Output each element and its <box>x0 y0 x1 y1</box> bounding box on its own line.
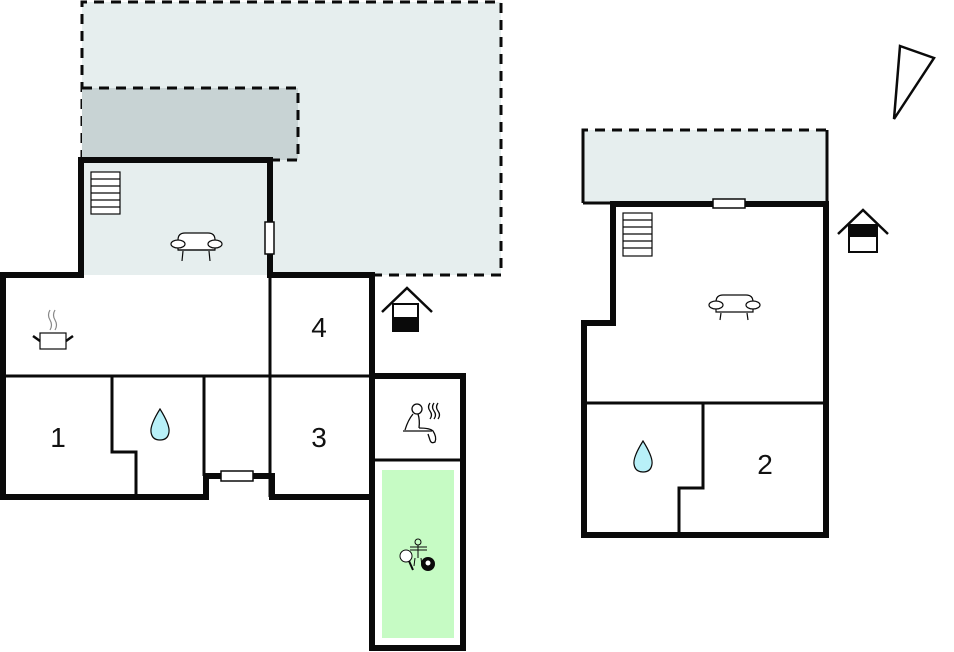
water-drop-icon <box>150 407 170 441</box>
north-arrow-icon <box>892 44 936 120</box>
room-label-2: 2 <box>757 449 773 480</box>
annex-terrace <box>581 128 829 205</box>
sauna-icon <box>403 402 441 444</box>
front-door <box>220 470 254 482</box>
house-entrance-icon <box>837 208 889 253</box>
water-drop-icon <box>633 439 653 473</box>
window <box>712 198 746 209</box>
room-label-4: 4 <box>311 312 327 343</box>
sofa-icon <box>170 232 223 262</box>
covered-terrace <box>82 86 300 162</box>
stairs-icon <box>622 212 653 257</box>
room-label-1: 1 <box>50 422 66 453</box>
stairs-icon <box>90 171 121 215</box>
annex-walls <box>581 201 829 538</box>
window <box>264 221 275 255</box>
table-tennis-billiard-foosball-icon <box>399 538 435 571</box>
main-house-walls <box>0 157 466 651</box>
cooking-pot-icon <box>32 309 74 350</box>
sofa-icon <box>708 294 761 321</box>
room-label-3: 3 <box>311 422 327 453</box>
house-entrance-icon <box>381 286 433 332</box>
